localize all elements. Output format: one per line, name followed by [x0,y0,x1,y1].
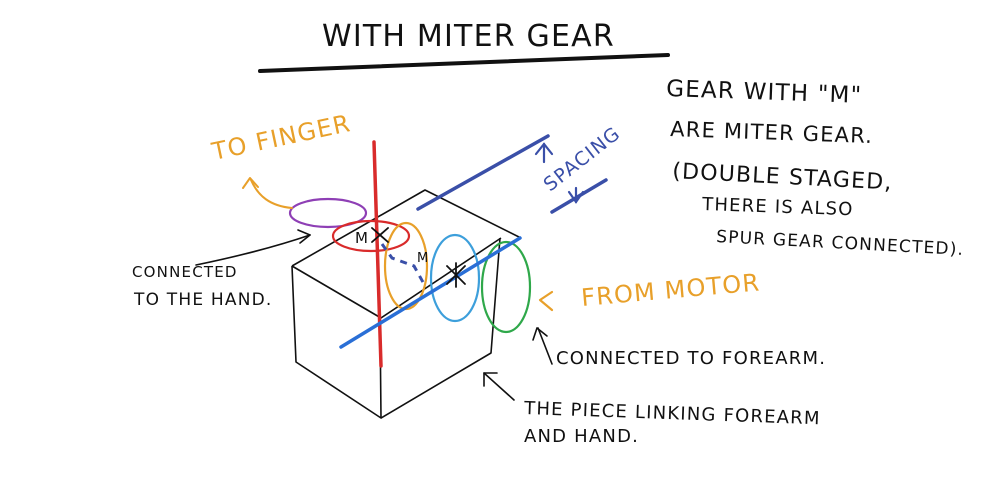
note-line-1: GEAR WITH "M" [666,76,863,109]
diagram-title: WITH MITER GEAR [322,19,615,54]
note-line-4: THERE IS ALSO [701,194,854,220]
spacing-dimension-arrows [534,142,585,204]
linking-piece-label-2: AND HAND. [524,426,639,447]
from-motor-label: FROM MOTOR [580,268,761,312]
connected-forearm-arrowhead [532,327,548,341]
linking-piece-label-1: THE PIECE LINKING FOREARM [523,398,821,429]
x-mark-axis [446,262,466,288]
vertical-shaft [372,140,383,368]
main-axis [339,236,522,349]
light-blue-gear [429,233,481,323]
to-finger-arrow [250,179,293,209]
connected-hand-arrowhead [297,229,311,244]
miter-mark-lower: M [417,251,429,266]
x-mark-miter [371,227,389,243]
spacing-line-upper [416,134,550,211]
linking-block [291,189,522,419]
red-miter-gear [331,219,411,253]
green-gear [480,240,532,334]
to-finger-arrowhead [242,177,259,189]
orange-gear [383,221,429,311]
title-underline [258,53,670,73]
note-line-3: (DOUBLE STAGED, [672,159,893,196]
to-finger-label: TO FINGER [208,109,353,166]
miter-link-dashed [380,243,426,285]
purple-gear [288,197,368,229]
connected-hand-label-1: CONNECTED [132,263,238,281]
note-line-5: SPUR GEAR CONNECTED). [716,227,965,260]
from-motor-arrowhead [538,290,554,312]
spacing-label: SPACING [540,122,625,195]
miter-mark-upper: M [355,229,369,247]
linking-piece-arrowhead [483,372,498,387]
connected-hand-arrow [195,234,311,266]
connected-forearm-arrow [537,327,553,365]
linking-piece-arrow [483,372,515,401]
connected-hand-label-2: TO THE HAND. [133,290,273,310]
connected-forearm-label: CONNECTED TO FOREARM. [556,348,826,369]
note-line-2: ARE MITER GEAR. [670,117,874,148]
